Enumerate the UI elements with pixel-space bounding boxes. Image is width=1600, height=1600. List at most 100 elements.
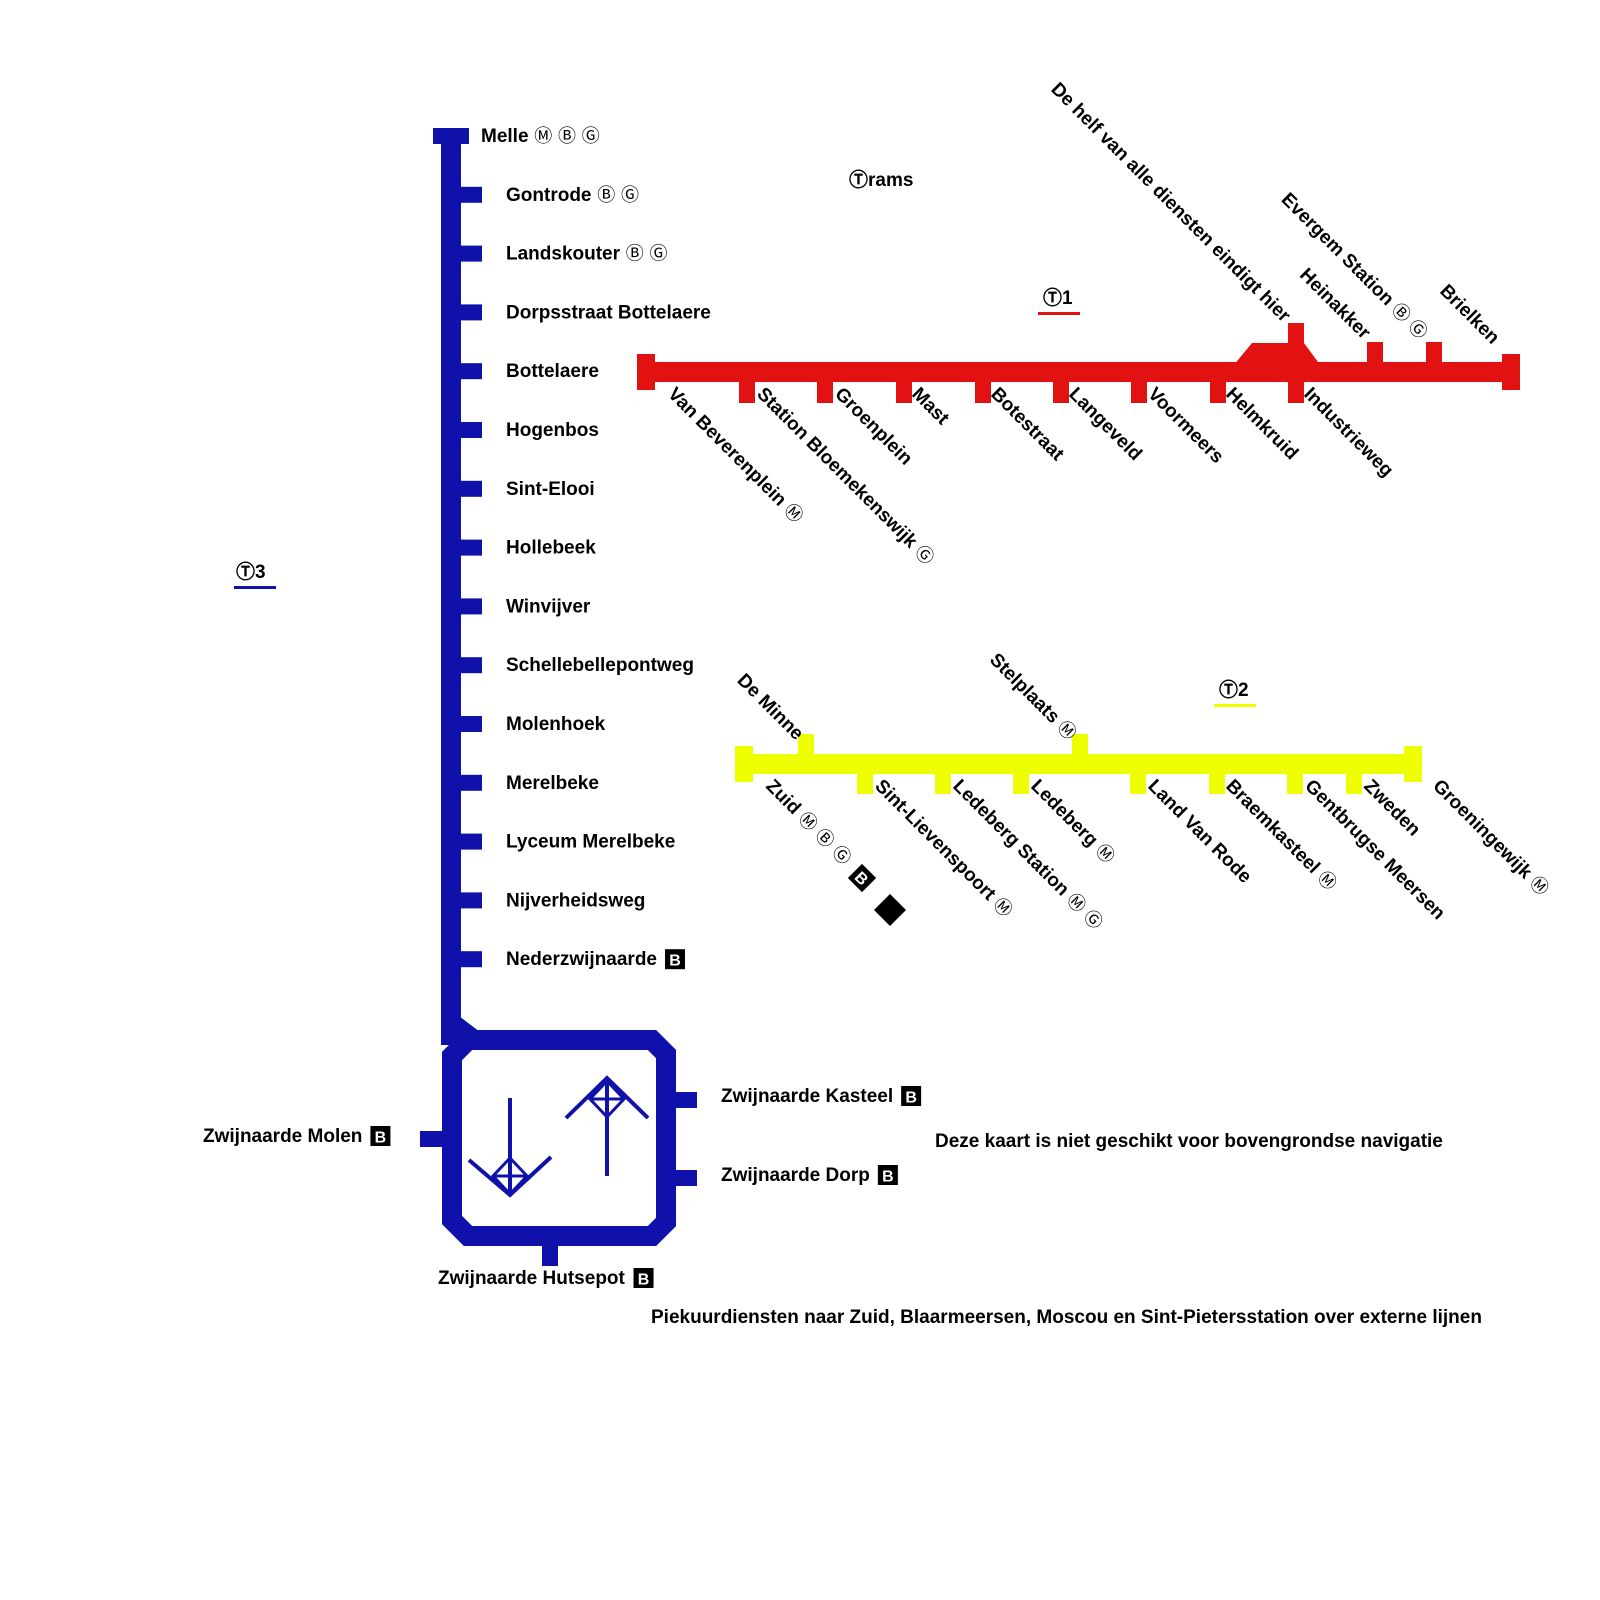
t2-tick-de-minne — [798, 734, 814, 758]
diamond-down-icon — [490, 1155, 530, 1197]
t3-loop — [442, 1030, 676, 1246]
t2-tick-stelplaats — [1072, 734, 1088, 758]
t3-tick-dorpsstraat-bottelaere — [451, 304, 482, 321]
line-t1-label: Ⓣ1 — [1043, 286, 1073, 309]
station-mast-name: Mast — [907, 384, 953, 430]
station-gontrode-symbols: Ⓑ Ⓖ — [592, 185, 639, 206]
station-zwijnaarde-dorp-name: Zwijnaarde Dorp — [721, 1165, 870, 1186]
t2-tick-sint-lievenspoort — [857, 764, 873, 794]
station-de-minne-name: De Minne — [733, 670, 808, 745]
station-stelplaats-name: Stelplaats — [985, 649, 1063, 727]
t2-tick-ledeberg — [1013, 764, 1029, 794]
station-zwijnaarde-kasteel: Zwijnaarde Kasteel — [721, 1086, 893, 1107]
t3-tick-zwijnaarde-kasteel — [660, 1092, 697, 1108]
station-schellebellepontweg: Schellebellepontweg — [506, 655, 694, 676]
station-melle-name: Melle — [481, 126, 529, 147]
diamond-icon — [874, 894, 906, 926]
t3-trunk — [441, 130, 461, 1045]
station-zwijnaarde-kasteel-bus-icon — [901, 1086, 922, 1106]
station-de-minne: De Minne — [733, 670, 808, 745]
arrow-up-icon — [564, 1075, 650, 1176]
t2-terminus-groeningewijk — [1404, 746, 1422, 782]
station-zwijnaarde-hutsepot-bus-icon — [633, 1268, 654, 1288]
station-hogenbos: Hogenbos — [506, 420, 599, 441]
station-zwijnaarde-hutsepot: Zwijnaarde Hutsepot — [438, 1268, 626, 1289]
line-t2-underline — [1214, 704, 1256, 707]
t2-tick-braemkasteel — [1209, 764, 1225, 794]
t3-terminus-melle — [433, 128, 469, 144]
station-zwijnaarde-dorp-bus-icon-letter: B — [882, 1169, 894, 1186]
station-hollebeek-name: Hollebeek — [506, 538, 596, 559]
station-zwijnaarde-molen-bus-icon-letter: B — [375, 1130, 387, 1147]
t2-track — [743, 754, 1413, 774]
station-brielken: Brielken — [1435, 281, 1503, 349]
station-melle: Melle Ⓜ Ⓑ Ⓖ — [481, 126, 600, 147]
station-zwijnaarde-kasteel-bus-icon-letter: B — [905, 1090, 917, 1107]
station-dorpsstraat-bottelaere: Dorpsstraat Bottelaere — [506, 302, 711, 323]
t2-terminus-zuid — [735, 746, 753, 782]
station-zwijnaarde-dorp: Zwijnaarde Dorp — [721, 1165, 870, 1186]
note-navigation: Deze kaart is niet geschikt voor bovengr… — [935, 1131, 1443, 1152]
station-sint-elooi-name: Sint-Elooi — [506, 479, 595, 500]
station-zuid-bus-icon: B — [847, 863, 877, 893]
station-landskouter-symbols: Ⓑ Ⓖ — [620, 244, 667, 265]
station-schellebellepontweg-name: Schellebellepontweg — [506, 655, 694, 676]
station-merelbeke-name: Merelbeke — [506, 773, 599, 794]
station-nederzwijnaarde: Nederzwijnaarde — [506, 949, 657, 970]
station-zuid: Zuid Ⓜ Ⓑ Ⓖ — [761, 776, 855, 870]
station-zwijnaarde-hutsepot-name: Zwijnaarde Hutsepot — [438, 1268, 626, 1289]
station-ledeberg-station-symbols: Ⓜ Ⓖ — [1058, 885, 1106, 933]
t2-tick-land-van-rode — [1130, 764, 1146, 794]
t3-tick-nederzwijnaarde — [451, 951, 482, 968]
station-industrieweg-name: Industrieweg — [1299, 384, 1397, 482]
station-zwijnaarde-dorp-bus-icon — [877, 1165, 898, 1185]
station-zwijnaarde-molen-bus-icon — [370, 1126, 391, 1146]
station-landskouter-name: Landskouter — [506, 244, 621, 265]
station-merelbeke: Merelbeke — [506, 773, 599, 794]
station-mast: Mast — [907, 384, 953, 430]
station-melle-symbols: Ⓜ Ⓑ Ⓖ — [529, 126, 600, 147]
station-ledeberg-name: Ledeberg — [1026, 776, 1101, 851]
t1-tick-brielken — [1426, 342, 1442, 372]
t3-tick-lyceum-merelbeke — [451, 833, 482, 850]
t3-tick-sint-elooi — [451, 480, 482, 497]
line-t3-label: Ⓣ3 — [236, 560, 266, 583]
station-zwijnaarde-molen: Zwijnaarde Molen — [203, 1126, 362, 1147]
station-gontrode-name: Gontrode — [506, 185, 592, 206]
station-hollebeek: Hollebeek — [506, 538, 596, 559]
station-hogenbos-name: Hogenbos — [506, 420, 599, 441]
map-title: Ⓣrams — [849, 168, 913, 191]
t3-tick-nijverheidsweg — [451, 892, 482, 909]
t1-tick-groenplein — [817, 372, 833, 403]
station-winvijver-name: Winvijver — [506, 596, 591, 617]
t3-tick-schellebellepontweg — [451, 657, 482, 674]
station-molenhoek-name: Molenhoek — [506, 714, 606, 735]
station-molenhoek: Molenhoek — [506, 714, 606, 735]
diamond-up-icon — [587, 1078, 627, 1120]
t3-tick-zwijnaarde-hutsepot — [542, 1234, 558, 1266]
t2-tick-gentbrugse-meersen — [1287, 764, 1303, 794]
t1-tick-helmkruid — [1210, 372, 1226, 403]
line-t3-underline — [234, 586, 276, 589]
t1-tick-langeveld — [1053, 372, 1069, 403]
station-groeningewijk-name: Groeningewijk — [1428, 776, 1536, 884]
station-landskouter: Landskouter Ⓑ Ⓖ — [506, 244, 667, 265]
station-station-bloemekenswijk-name: Station Bloemekenswijk — [752, 384, 921, 553]
station-industrieweg: Industrieweg — [1299, 384, 1397, 482]
station-nijverheidsweg-name: Nijverheidsweg — [506, 890, 645, 911]
t3-tick-zwijnaarde-molen — [420, 1131, 456, 1147]
station-lyceum-merelbeke-name: Lyceum Merelbeke — [506, 832, 675, 853]
t1-junction-block — [1228, 343, 1318, 382]
station-zwijnaarde-molen-name: Zwijnaarde Molen — [203, 1126, 362, 1147]
t3-tick-bottelaere — [451, 363, 482, 380]
t2-tick-zweden — [1346, 764, 1362, 794]
note-half-services: De helf van alle diensten eindigt hier — [1047, 79, 1295, 327]
station-dorpsstraat-bottelaere-name: Dorpsstraat Bottelaere — [506, 302, 711, 323]
t1-tick-mast — [896, 372, 912, 403]
station-lyceum-merelbeke: Lyceum Merelbeke — [506, 832, 675, 853]
station-ledeberg-station: Ledeberg Station Ⓜ Ⓖ — [948, 776, 1106, 934]
station-nederzwijnaarde-name: Nederzwijnaarde — [506, 949, 657, 970]
t3-tick-winvijver — [451, 598, 482, 615]
station-nederzwijnaarde-bus-icon — [665, 949, 685, 970]
t3-loop-junction — [451, 1010, 480, 1050]
